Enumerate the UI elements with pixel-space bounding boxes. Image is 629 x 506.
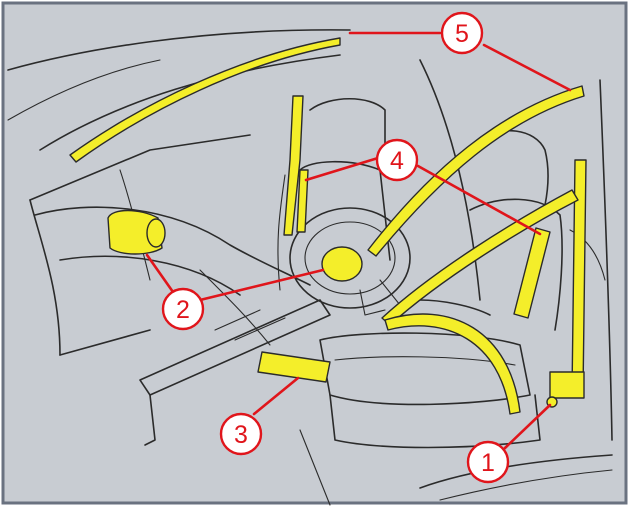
curtain-airbag-front [367,85,585,257]
callout-2: 2 [161,287,205,331]
callout-5: 5 [440,11,484,55]
safety-components [69,37,587,415]
car-interior-line-art [7,29,613,506]
callout-3-label: 3 [234,421,248,449]
curtain-airbag-rear [69,37,341,163]
leader-lines [145,31,572,450]
callout-3: 3 [219,412,263,456]
callout-4-label: 4 [390,147,404,175]
passenger-airbag [107,209,163,255]
callout-2-label: 2 [176,296,190,324]
callout-1: 1 [466,440,510,484]
driver-lap-belt [384,313,521,415]
rear-seatbelt [283,95,304,236]
driver-side-airbag [513,227,551,319]
steering-wheel-airbag [321,246,363,282]
callout-1-label: 1 [481,449,495,477]
rear-side-airbag [296,169,309,233]
seatbelt-buckle [549,371,585,399]
seat-module [257,351,331,383]
callout-4: 4 [375,138,419,182]
callout-5-label: 5 [455,20,469,48]
